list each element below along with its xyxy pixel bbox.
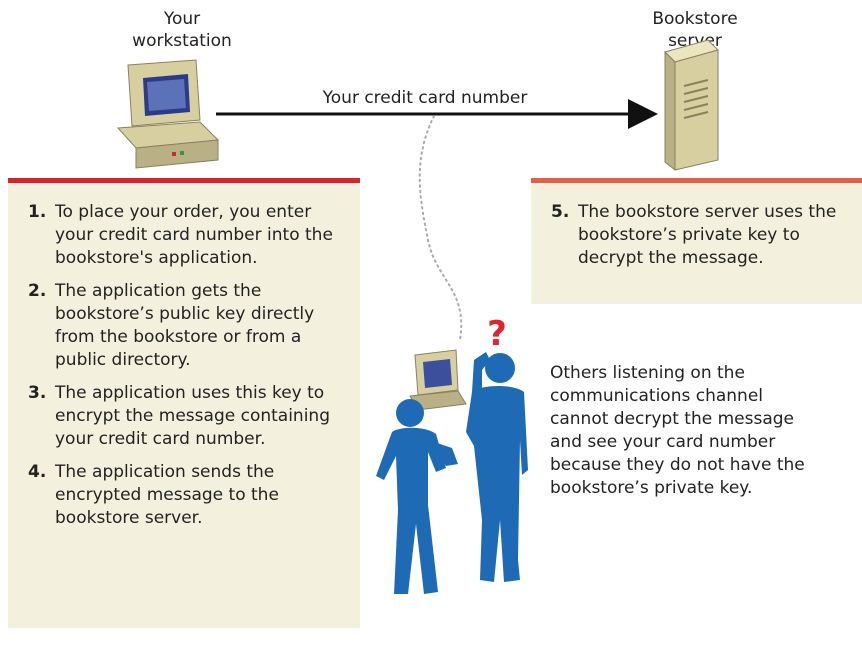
eavesdrop-dotted-line — [418, 115, 463, 341]
step-text: The application gets the bookstore’s pub… — [55, 281, 315, 370]
server-panel-accent-bar — [531, 178, 862, 183]
server-steps-panel — [531, 178, 862, 304]
step-item: 1. To place your order, you enter your c… — [28, 201, 348, 270]
workstation-label: Your workstation — [132, 9, 232, 51]
step-item: 3. The application uses this key to encr… — [28, 382, 348, 451]
step-item: 5. The bookstore server uses the booksto… — [551, 201, 851, 270]
eavesdropper-icon — [376, 349, 528, 594]
step-number: 5. — [551, 202, 570, 222]
question-mark: ? — [487, 314, 507, 354]
client-steps-panel — [8, 178, 360, 628]
workstation-icon — [116, 59, 220, 169]
client-steps-list: 1. To place your order, you enter your c… — [28, 201, 348, 540]
step-text: The application sends the encrypted mess… — [55, 462, 279, 528]
eavesdropper-note: Others listening on the communications c… — [550, 363, 805, 498]
step-number: 3. — [28, 383, 47, 403]
server-steps-list: 5. The bookstore server uses the booksto… — [551, 201, 851, 280]
step-number: 2. — [28, 281, 47, 301]
step-item: 2. The application gets the bookstore’s … — [28, 280, 348, 372]
step-text: The application uses this key to encrypt… — [55, 383, 330, 449]
arrow-label: Your credit card number — [322, 88, 528, 108]
step-number: 1. — [28, 202, 47, 222]
step-item: 4. The application sends the encrypted m… — [28, 461, 348, 530]
client-panel-accent-bar — [8, 178, 360, 183]
step-number: 4. — [28, 462, 47, 482]
step-text: The bookstore server uses the bookstore’… — [578, 202, 837, 268]
step-text: To place your order, you enter your cred… — [55, 202, 333, 268]
server-icon — [664, 39, 719, 172]
